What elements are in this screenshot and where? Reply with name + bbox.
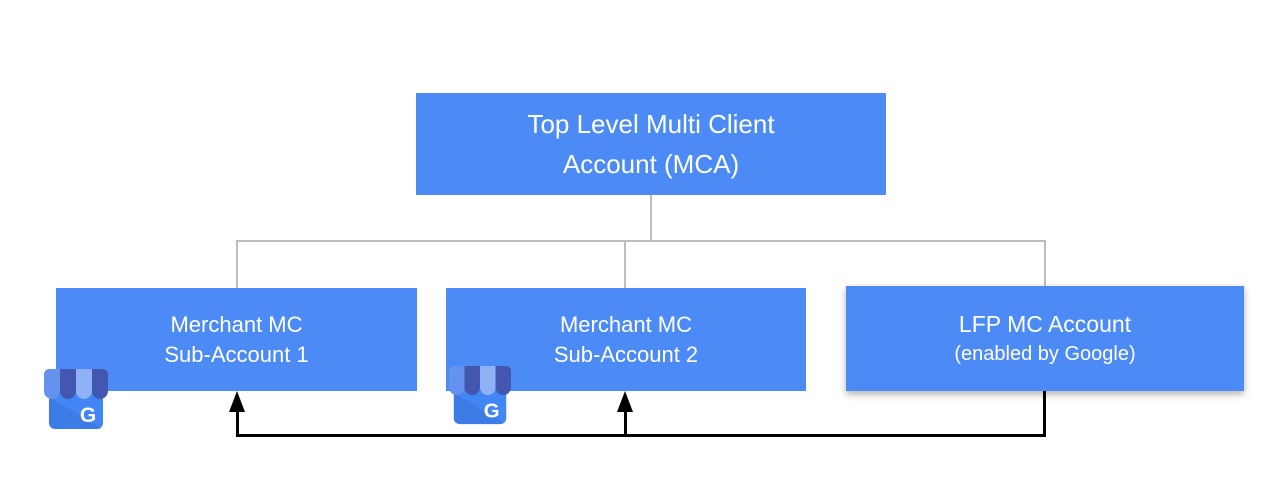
gmb-icon-letter: G bbox=[484, 400, 500, 422]
root-node-label-line2: Account (MCA) bbox=[562, 149, 740, 179]
node-merchant-sub-account-1: Merchant MC Sub-Account 1 bbox=[56, 288, 417, 391]
node-label-line2: Sub-Account 1 bbox=[164, 341, 309, 367]
arrow-line-horizontal bbox=[236, 434, 1046, 437]
connector-root-vertical bbox=[650, 195, 652, 241]
connector-child2-vertical bbox=[624, 240, 626, 288]
node-lfp-mc-account: LFP MC Account (enabled by Google) bbox=[846, 286, 1244, 391]
root-node-mca: Top Level Multi Client Account (MCA) bbox=[416, 93, 886, 195]
node-label-line1: Merchant MC bbox=[559, 311, 693, 337]
connector-child3-vertical bbox=[1044, 240, 1046, 286]
arrowhead-child1 bbox=[229, 391, 245, 412]
arrowhead-child2 bbox=[617, 391, 633, 412]
node-label-line2: Sub-Account 2 bbox=[553, 341, 699, 367]
node-label-line1: Merchant MC bbox=[170, 311, 303, 337]
root-node-label-line1: Top Level Multi Client bbox=[527, 109, 775, 139]
gmb-icon-letter: G bbox=[80, 404, 96, 427]
arrow-line-to-child2 bbox=[624, 408, 627, 437]
node-label-line1: LFP MC Account bbox=[958, 310, 1132, 337]
google-my-business-icon: G bbox=[44, 369, 108, 429]
connector-horizontal-bus bbox=[236, 240, 1046, 242]
arrow-line-to-child1 bbox=[236, 408, 239, 437]
google-my-business-icon: G bbox=[448, 365, 512, 425]
node-label-line2: (enabled by Google) bbox=[954, 342, 1136, 365]
arrow-line-from-lfp bbox=[1043, 391, 1046, 437]
connector-child1-vertical bbox=[236, 240, 238, 288]
